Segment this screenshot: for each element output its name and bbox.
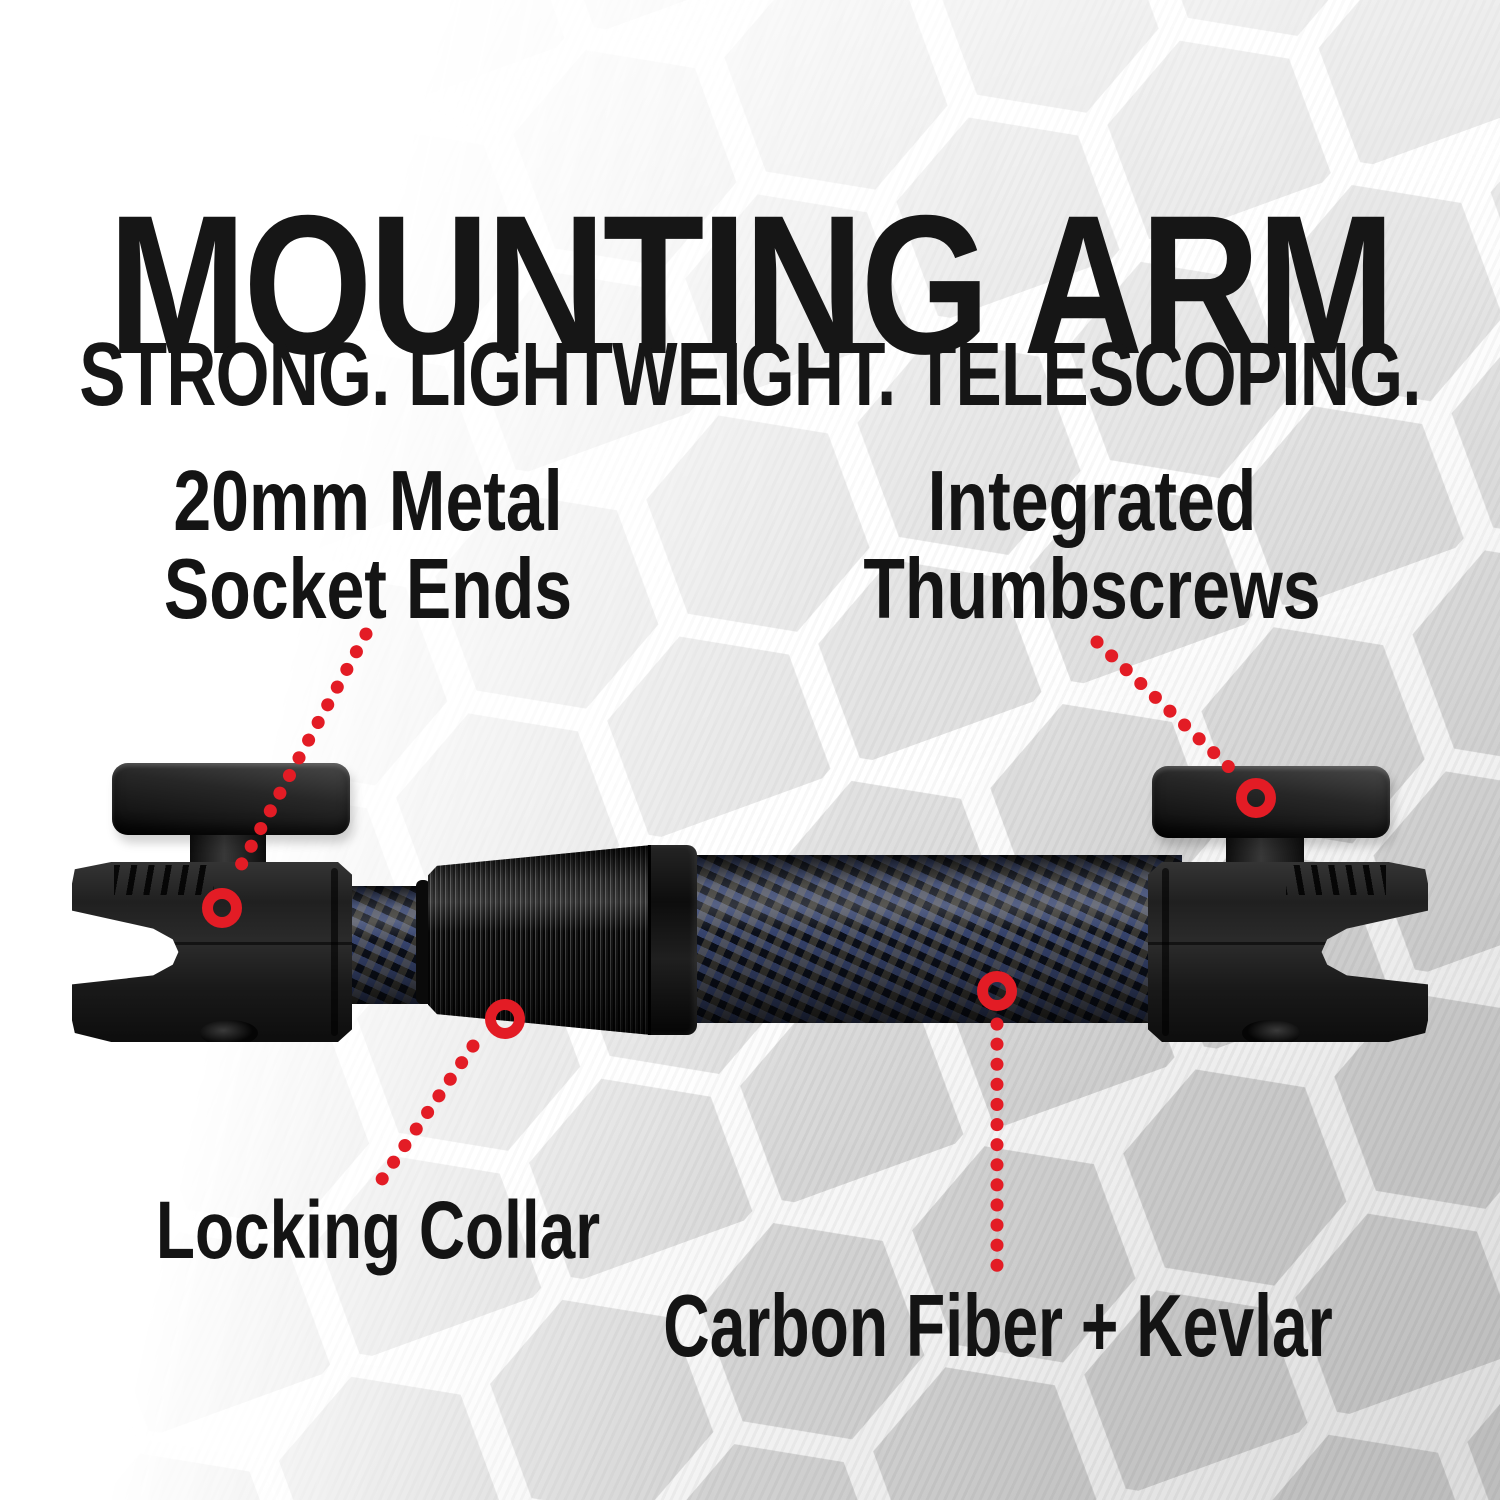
socket-ribs [114, 865, 214, 895]
marker-ring-carbon-kevlar [977, 971, 1017, 1011]
collar-junction-ring [416, 880, 430, 1004]
socket-screw [200, 1020, 258, 1042]
locking-collar [428, 845, 652, 1035]
callout-label-socket-ends: 20mm Metal Socket Ends [113, 458, 623, 634]
socket-groove [1162, 868, 1169, 1036]
callout-text: 20mm Metal [173, 454, 563, 549]
socket-groove [331, 868, 338, 1036]
callout-text: Integrated [927, 454, 1257, 549]
marker-ring-socket-ends [202, 888, 242, 928]
socket-seam [72, 942, 352, 945]
callout-text: Carbon Fiber + Kevlar [663, 1276, 1333, 1375]
callout-label-carbon-kevlar: Carbon Fiber + Kevlar [540, 1280, 1457, 1372]
thumbscrew-knob-left [112, 763, 350, 835]
socket-ribs [1286, 865, 1386, 895]
callout-label-thumbscrews: Integrated Thumbscrews [806, 458, 1378, 634]
callout-label-locking-collar: Locking Collar [93, 1188, 663, 1274]
locking-collar-cap [648, 845, 697, 1035]
marker-ring-locking-collar [485, 999, 525, 1039]
callout-text: Thumbscrews [863, 542, 1321, 637]
page-title: MOUNTING ARM [108, 173, 1395, 395]
callout-text: Socket Ends [163, 542, 573, 637]
carbon-tube-main [620, 855, 1182, 1023]
page-subtitle: STRONG. LIGHTWEIGHT. TELESCOPING. [79, 324, 1421, 425]
marker-ring-thumbscrews [1236, 778, 1276, 818]
callout-text: Locking Collar [155, 1185, 601, 1276]
